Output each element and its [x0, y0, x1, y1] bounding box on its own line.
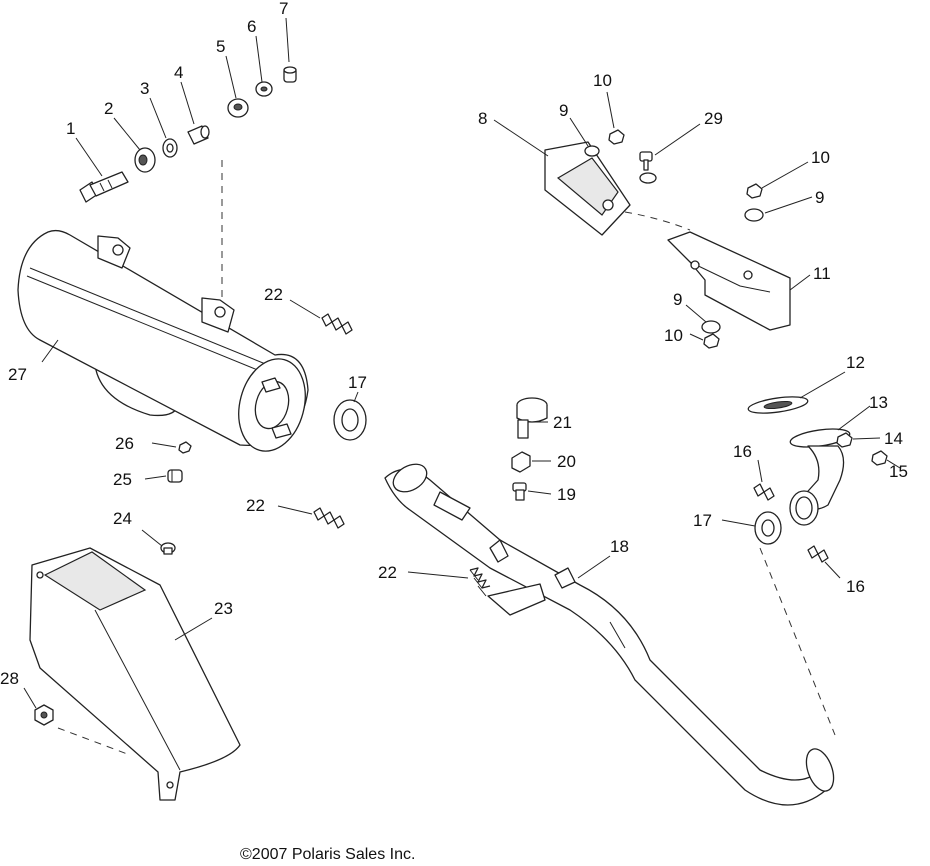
callout-9-c: 9	[673, 290, 682, 309]
callout-19: 19	[557, 485, 576, 504]
part-9-washer-c	[701, 320, 721, 334]
callout-12: 12	[846, 353, 865, 372]
callout-10-a: 10	[593, 71, 612, 90]
callout-13: 13	[869, 393, 888, 412]
part-1-bolt	[79, 171, 129, 203]
part-19-bolt	[512, 482, 527, 501]
part-5-grommet	[227, 98, 249, 118]
part-9-washer-a	[584, 145, 600, 157]
callout-6: 6	[247, 17, 256, 36]
callout-5: 5	[216, 37, 225, 56]
callout-20: 20	[557, 452, 576, 471]
part-15-nut	[871, 450, 888, 466]
part-22-spring-a	[321, 313, 353, 335]
callout-22-a: 22	[264, 285, 283, 304]
callout-17-a: 17	[348, 373, 367, 392]
callout-9-b: 9	[815, 188, 824, 207]
callout-28: 28	[0, 669, 19, 688]
callout-22-b: 22	[246, 496, 265, 515]
part-10-nut-a	[608, 129, 625, 145]
part-17-gasket-b	[754, 511, 782, 545]
part-4-bushing	[187, 125, 210, 145]
part-3-washer	[162, 138, 178, 158]
callout-27: 27	[8, 365, 27, 384]
part-8-bracket	[544, 141, 691, 236]
callout-4: 4	[174, 63, 183, 82]
callout-11: 11	[813, 264, 831, 283]
callout-29: 29	[704, 109, 723, 128]
part-27-muffler	[17, 229, 309, 452]
part-24-rivet	[160, 542, 176, 555]
part-21-plug	[516, 397, 548, 439]
callout-7: 7	[279, 0, 288, 18]
part-16-spring-a	[753, 483, 775, 501]
part-9-washer-b	[744, 208, 764, 222]
callout-14: 14	[884, 429, 903, 448]
callout-1: 1	[66, 119, 75, 138]
callout-26: 26	[115, 434, 134, 453]
part-11-bracket	[667, 231, 791, 331]
callout-25: 25	[113, 470, 132, 489]
callout-8: 8	[478, 109, 487, 128]
part-23-heat-shield	[29, 547, 241, 801]
part-10-nut-c	[703, 333, 720, 349]
callout-15: 15	[889, 462, 908, 481]
callout-21: 21	[553, 413, 572, 432]
part-14-nut	[836, 432, 853, 448]
part-17-gasket-a	[333, 399, 367, 441]
part-26-nut	[178, 441, 192, 454]
part-7-sleeve	[283, 66, 297, 83]
callout-9-a: 9	[559, 101, 568, 120]
part-2-spacer	[134, 147, 156, 173]
part-18-exhaust-pipe	[384, 463, 835, 806]
part-12-gasket	[747, 396, 809, 414]
part-13-flange-elbow	[789, 428, 851, 526]
callout-10-c: 10	[664, 326, 683, 345]
part-10-nut-b	[746, 183, 763, 199]
part-16-spring-b	[807, 545, 829, 563]
callout-22-c: 22	[378, 563, 397, 582]
callout-17-b: 17	[693, 511, 712, 530]
callout-leaders	[23, 17, 901, 709]
part-29-screw	[639, 151, 657, 184]
callout-2: 2	[104, 99, 113, 118]
part-28-nut	[34, 704, 131, 756]
callout-16-a: 16	[733, 442, 752, 461]
part-20-nut	[511, 451, 531, 473]
part-22-spring-b	[313, 507, 345, 529]
callout-numbers: 1 2 3 4 5 6 7 8 9 10 29 10 9 11 9 10 22 …	[0, 0, 908, 688]
callout-3: 3	[140, 79, 149, 98]
callout-10-b: 10	[811, 148, 830, 167]
callout-23: 23	[214, 599, 233, 618]
part-22-spring-c	[469, 567, 491, 597]
callout-24: 24	[113, 509, 132, 528]
callout-18: 18	[610, 537, 629, 556]
part-6-washer	[255, 81, 273, 97]
copyright-notice: ©2007 Polaris Sales Inc.	[240, 846, 416, 863]
part-25-clip	[167, 469, 183, 483]
callout-16-b: 16	[846, 577, 865, 596]
